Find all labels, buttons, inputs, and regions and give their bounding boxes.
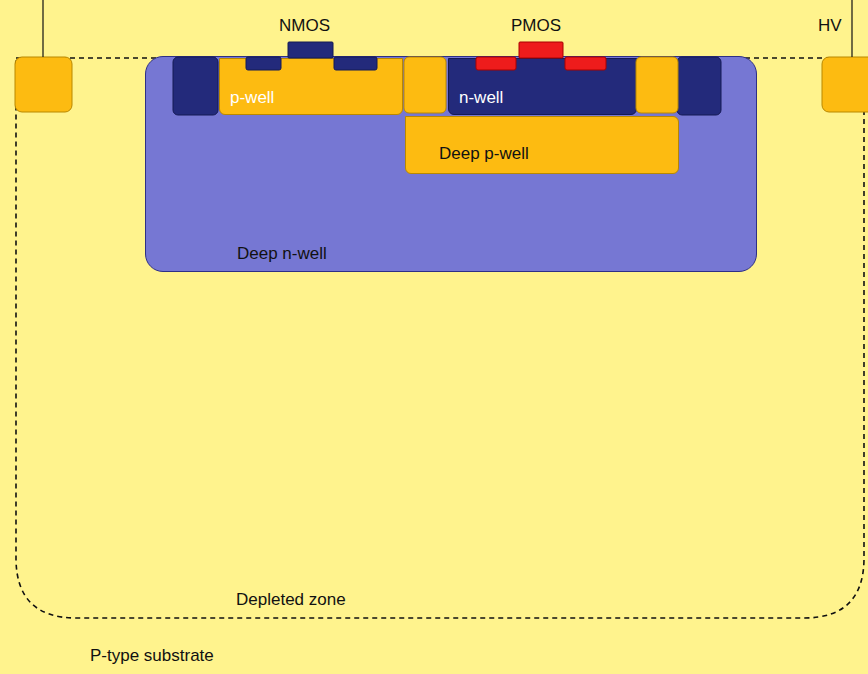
p-plus-contact [404, 57, 446, 113]
region-label: Deep n-well [237, 244, 327, 264]
pmos-source [476, 57, 516, 70]
region-label: Deep p-well [439, 144, 529, 164]
region-label: p-well [230, 88, 274, 108]
pmos-gate [519, 42, 563, 58]
hv-contact [822, 57, 868, 112]
region-label: P-type substrate [90, 646, 214, 666]
nmos-source [246, 57, 281, 70]
nmos-drain [334, 57, 377, 70]
device-label: NMOS [279, 16, 330, 36]
depleted-zone: Depleted zone Deep n-well p-well n-wellDeep… [15, 57, 866, 620]
device-label: PMOS [511, 16, 561, 36]
hv-contact [15, 57, 72, 112]
pmos-drain [565, 57, 606, 70]
terminal-wire [42, 0, 43, 57]
p-plus-contact [636, 57, 678, 113]
region-label: n-well [459, 88, 503, 108]
region-label: Depleted zone [236, 590, 346, 610]
n-plus-contact [677, 57, 721, 115]
nmos-gate [288, 42, 333, 58]
n-plus-contact [173, 57, 218, 115]
device-label: HV [818, 16, 842, 36]
deep-p-well: Deep p-well [405, 116, 679, 174]
terminal-wire [851, 0, 852, 57]
